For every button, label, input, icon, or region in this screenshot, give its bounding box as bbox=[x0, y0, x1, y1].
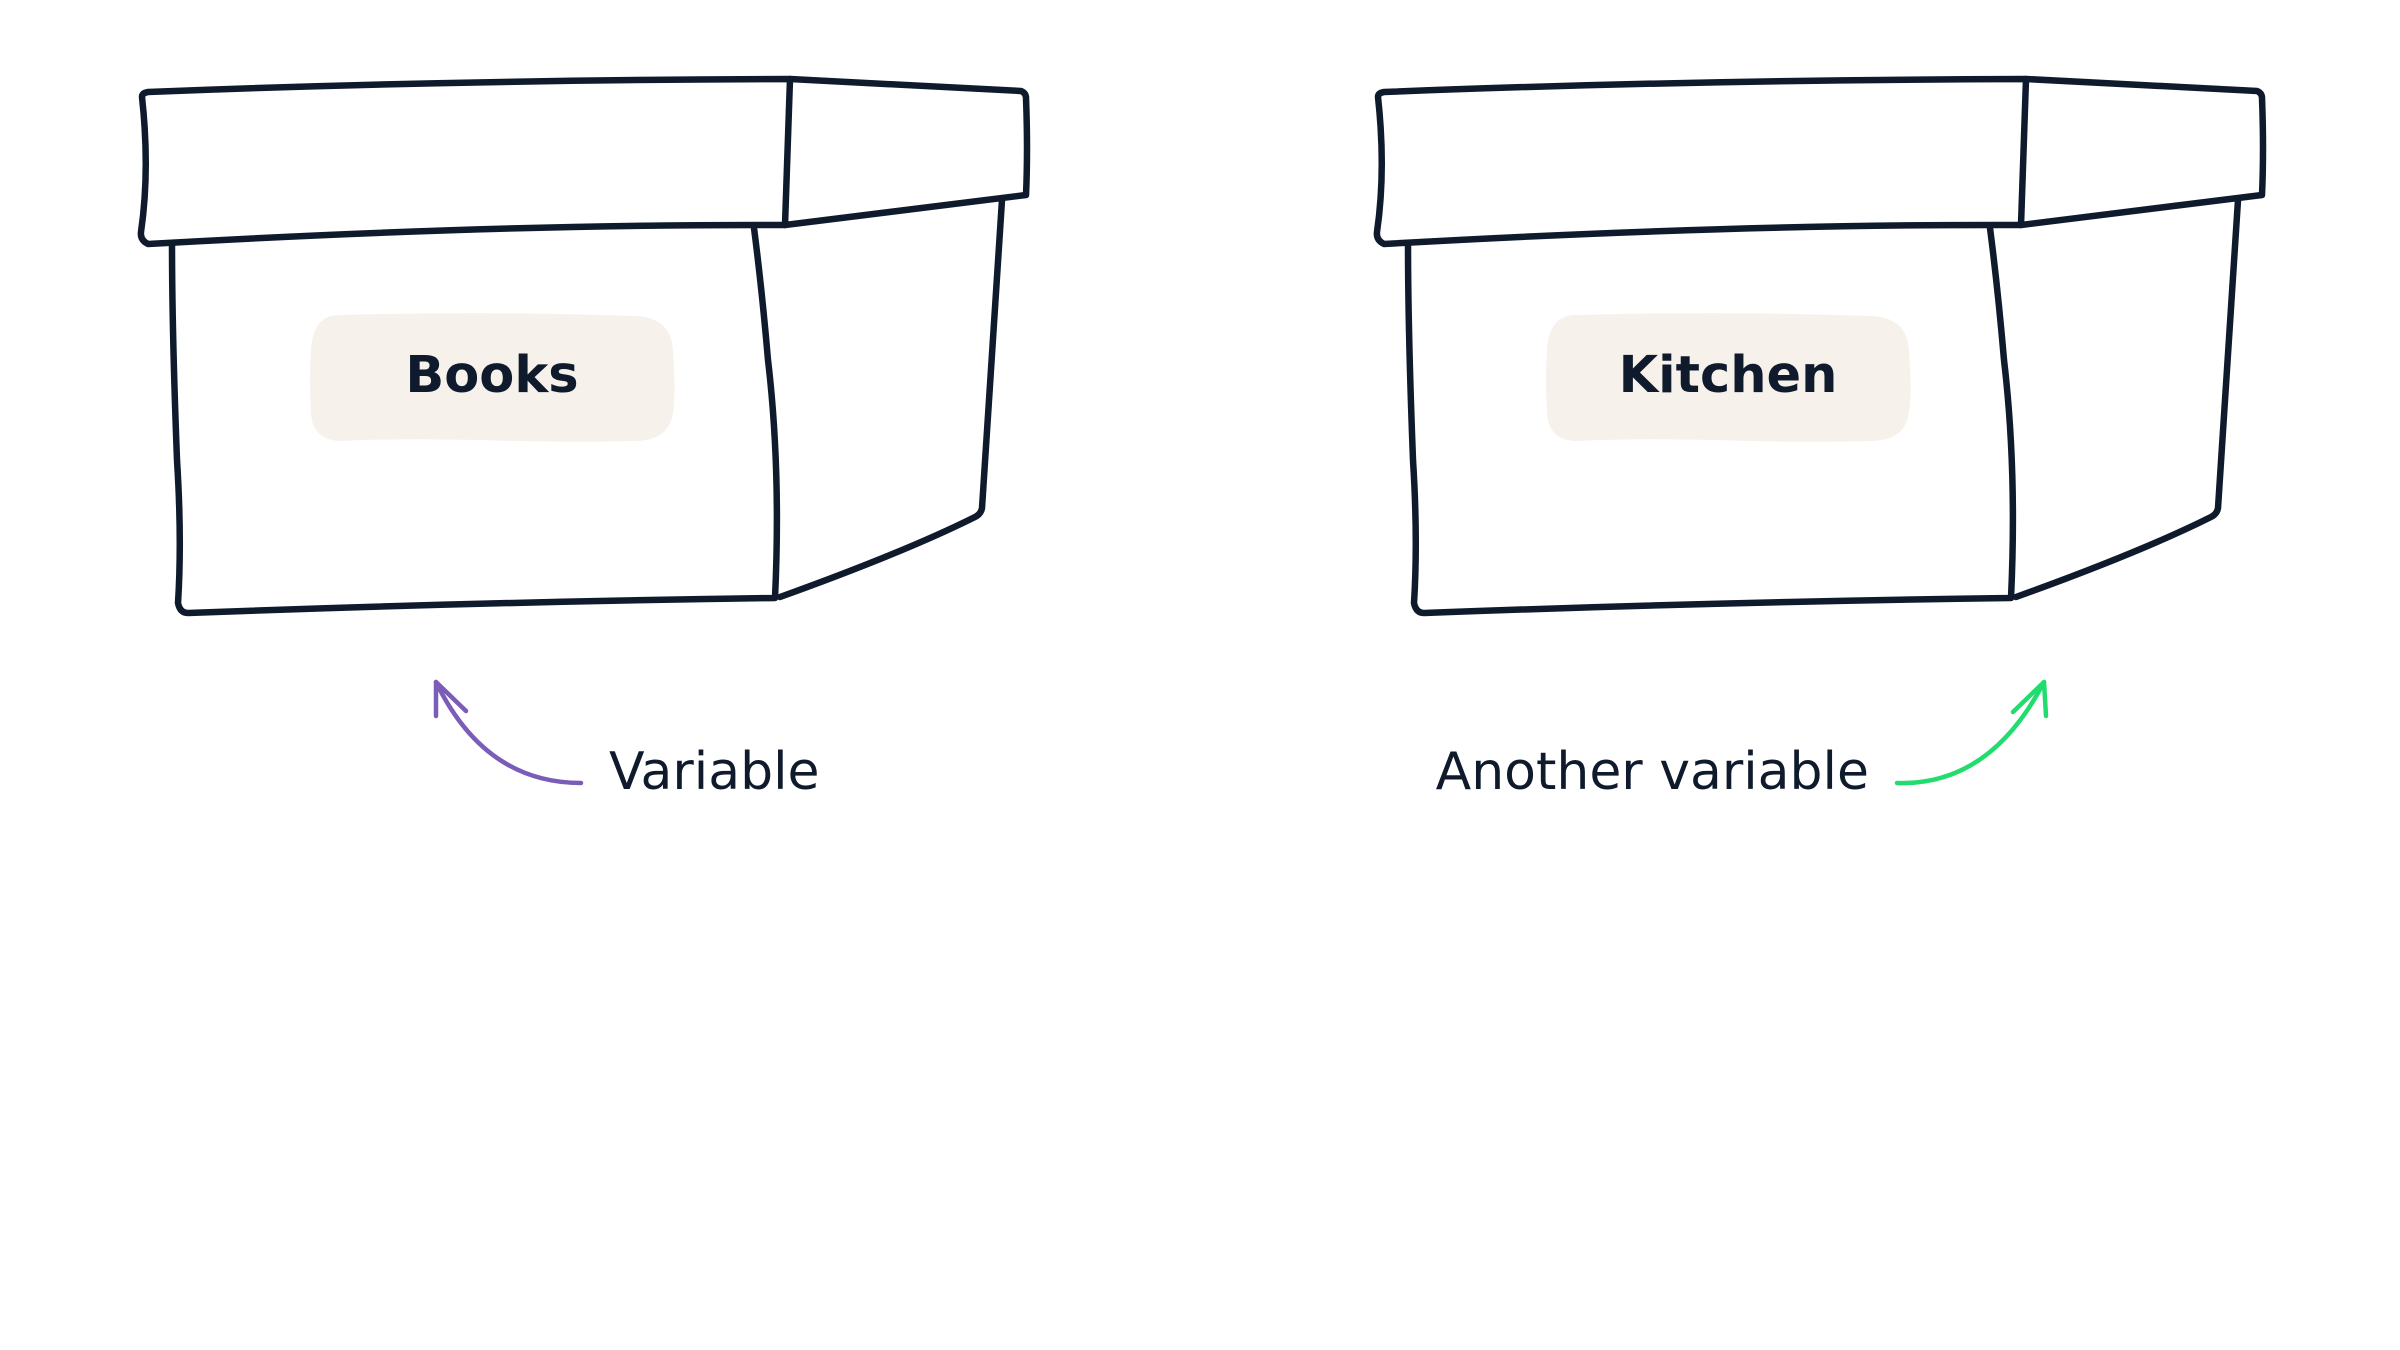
box-lid-side bbox=[781, 75, 1031, 229]
curved-arrow-icon bbox=[433, 679, 584, 786]
caption-group-right: Another variable bbox=[1436, 679, 2049, 802]
box-label-text: Books bbox=[405, 346, 578, 405]
box-body-side bbox=[2012, 196, 2242, 601]
storage-box-left: Books bbox=[137, 75, 1031, 617]
arrow-head-icon bbox=[2010, 679, 2049, 719]
box-lid-side bbox=[2017, 75, 2267, 229]
box-label-text: Kitchen bbox=[1619, 346, 1838, 405]
box-body-side bbox=[776, 196, 1006, 601]
box-label-plate bbox=[310, 313, 675, 442]
box-lid-front bbox=[137, 75, 794, 248]
box-body-front bbox=[1404, 224, 2017, 617]
curved-arrow-icon bbox=[1894, 679, 2047, 786]
caption-another-variable: Another variable bbox=[1436, 742, 1869, 802]
box-body-front bbox=[168, 224, 781, 617]
caption-group-left: Variable bbox=[433, 679, 820, 802]
arrow-head-icon bbox=[433, 679, 469, 719]
storage-box-right: Kitchen bbox=[1373, 75, 2267, 617]
caption-variable: Variable bbox=[609, 742, 820, 802]
box-lid-front bbox=[1373, 75, 2030, 248]
box-label-plate bbox=[1546, 313, 1911, 442]
